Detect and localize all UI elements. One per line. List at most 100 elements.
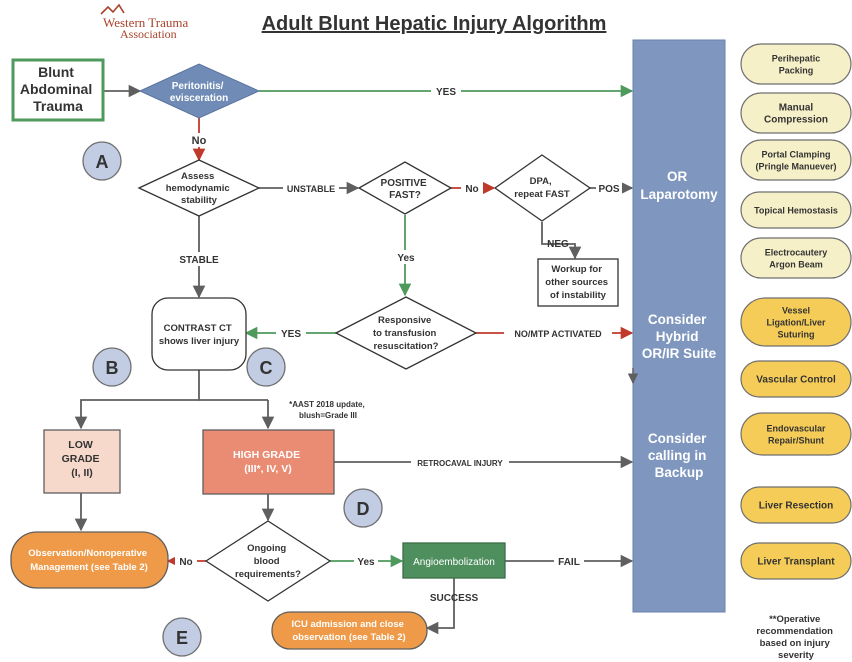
operative-option-pill [740,542,852,580]
edge-label-no-a: No [192,135,207,147]
section-marker-b: B [92,347,132,387]
operative-option-line: Liver Resection [759,501,833,512]
operative-option-3: Topical Hemostasis [740,191,852,229]
svg-text:Blunt Abdominal Tr: Blunt Abdominal Trauma [20,64,96,114]
operative-option-label: Portal Clamping(Pringle Manuever) [755,150,836,172]
operative-option-pill [740,486,852,524]
connector-angio-success [425,578,455,635]
edge-label-yes-angio: Yes [357,557,375,568]
svg-text:E: E [176,628,188,648]
operative-option-line: Suturing [778,330,815,340]
workup-line-3: of instability [550,290,607,301]
operative-option-pill [740,191,852,229]
section-marker-d: D [343,488,383,528]
low-grade-line-3: (I, II) [71,467,93,479]
operative-option-line: Perihepatic [772,54,821,64]
svg-text:Peritonitis/ evisceratio: Peritonitis/ evisceration [170,81,228,104]
svg-text:Responsive to transfusio: Responsive to transfusion resuscitation? [373,315,439,352]
operative-option-9: Liver Transplant [740,542,852,580]
svg-text:A: A [96,152,109,172]
node-low-grade: LOW GRADE (I, II) [43,429,121,494]
operative-option-line: Topical Hemostasis [754,206,838,216]
responsive-line-2: to transfusion [373,328,437,339]
low-grade-line-1: LOW [68,439,93,451]
operative-option-line: Argon Beam [769,260,823,270]
backup-line-3: Backup [655,465,704,480]
backup-line-2: calling in [648,448,707,463]
edge-label-pos: POS [598,184,619,195]
icu-line-2: observation (see Table 2) [292,632,405,643]
wta-logo: Western Trauma Association [100,3,188,41]
svg-text:Assess hemodynamic: Assess hemodynamic stability [166,171,233,206]
logo-line-1: Western Trauma [103,15,188,30]
hemodynamic-line-1: Assess [181,171,214,182]
edge-label-neg: NEG [547,239,569,250]
or-column: OR Laparotomy Consider Hybrid OR/IR Suit… [627,39,726,613]
section-marker-a: A [82,141,122,181]
edge-label-fail: FAIL [558,557,580,568]
edge-label-success: SUCCESS [430,593,479,604]
operative-option-8: Liver Resection [740,486,852,524]
svg-text:D: D [357,499,370,519]
workup-line-1: Workup for [551,264,602,275]
operative-option-line: Vessel [782,306,810,316]
operative-option-line: Vascular Control [756,375,836,386]
hybrid-line-3: OR/IR Suite [642,346,717,361]
node-blunt-trauma: Blunt Abdominal Trauma [11,58,105,122]
decision-peritonitis: Peritonitis/ evisceration [138,63,261,119]
operative-option-label: Topical Hemostasis [754,206,838,216]
ongoing-line-3: requirements? [235,569,301,580]
node-angioembolization: Angioembolization [402,542,506,579]
blunt-trauma-line-1: Blunt [38,64,74,80]
low-grade-line-2: GRADE [62,453,100,465]
observation-line-2: Management (see Table 2) [30,562,148,573]
aast-note: *AAST 2018 update, blush=Grade III [289,400,365,420]
operative-option-label: Vascular Control [756,375,836,386]
svg-text:B: B [106,358,119,378]
svg-text:**Operative recommendati: **Operative recommendation based on inju… [756,614,835,661]
operative-option-line: Ligation/Liver [766,318,826,328]
contrast-ct-line-1: CONTRAST CT [164,323,232,334]
or-line-1: OR [667,169,688,184]
operative-option-line: Packing [779,66,814,76]
svg-text:Workup for other sources: Workup for other sources of instability [545,264,610,301]
ongoing-line-2: blood [254,556,280,567]
operative-option-label: Liver Resection [759,501,833,512]
operative-option-line: Repair/Shunt [768,436,824,446]
responsive-line-1: Responsive [378,315,431,326]
edge-label-no-mtp: NO/MTP ACTIVATED [514,329,602,339]
decision-dpa: DPA, repeat FAST [493,154,592,222]
svg-text:POSITIVE FAST?: POSITIVE FAST? [381,178,430,201]
connector-ct-branch [74,370,200,430]
hybrid-line-2: Hybrid [656,329,699,344]
svg-text:Consider Hybrid OR: Consider Hybrid OR/IR Suite [642,312,717,361]
positive-fast-line-1: POSITIVE [381,178,427,189]
dpa-line-1: DPA, [530,176,552,187]
svg-text:Observation/Nonoperative: Observation/Nonoperative Management (see… [28,548,149,573]
svg-text:C: C [260,358,273,378]
positive-fast-line-2: FAST? [389,190,421,201]
hybrid-line-1: Consider [648,312,707,327]
operative-option-line: Compression [764,115,828,126]
footnote-line-2: recommendation [756,626,833,637]
operative-option-pill [740,360,852,398]
footnote-line-4: severity [778,650,815,661]
edge-labels: YES No UNSTABLE No POS NEG STABLE Yes YE… [175,84,622,604]
high-grade-line-2: (III*, IV, V) [244,463,291,475]
footnote: **Operative recommendation based on inju… [756,614,835,661]
blunt-trauma-line-2: Abdominal [20,81,92,97]
or-line-2: Laparotomy [640,187,718,202]
contrast-ct-line-2: shows liver injury [159,336,240,347]
hemodynamic-line-3: stability [181,195,218,206]
hemodynamic-line-2: hemodynamic [166,183,230,194]
high-grade-line-1: HIGH GRADE [233,449,300,461]
